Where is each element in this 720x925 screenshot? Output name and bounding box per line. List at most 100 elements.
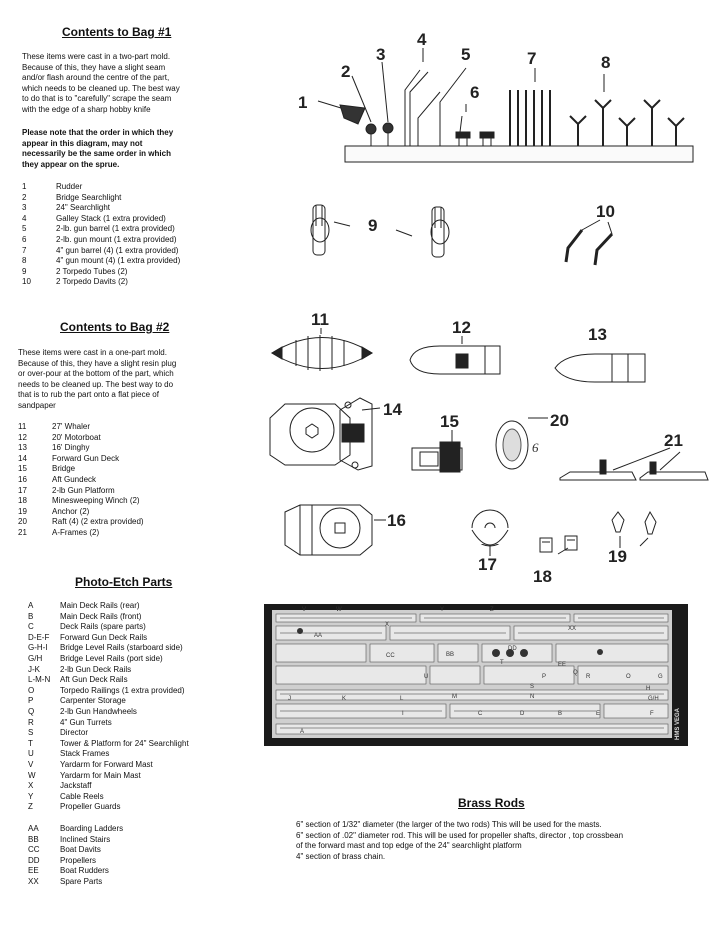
searchlight-part [382, 122, 394, 134]
fret-label: R [586, 674, 591, 680]
brass-text: 6" section of 1/32" diameter (the larger… [296, 820, 624, 861]
fret-label: Z [490, 607, 494, 613]
callout-number: 12 [452, 318, 471, 337]
fret-label: Y [440, 607, 444, 613]
a-frame-part [559, 459, 709, 481]
bag2-intro: These items were cast in a one-part mold… [18, 348, 177, 410]
fret-label: S [530, 684, 534, 690]
fret-label: J [288, 696, 291, 702]
fret-label: G [658, 674, 663, 680]
callout-number: 19 [608, 547, 627, 566]
callout-number: 1 [298, 93, 307, 112]
fret-label: X [385, 622, 389, 628]
callout-number: 2 [341, 62, 350, 81]
fret-label: A [300, 729, 304, 735]
photoetch-fret: V W Y Z AA X XX BB CC DD EE G G/H J K L … [264, 604, 688, 746]
callout-number: 4 [417, 30, 427, 49]
fret-label: AA [314, 633, 322, 639]
callout-number: 3 [376, 45, 385, 64]
gun-mount-part [455, 115, 471, 146]
callout-number: 21 [664, 431, 683, 450]
raft-part [495, 420, 529, 470]
fret-label: K [342, 696, 346, 702]
forward-gun-deck-part [269, 397, 373, 471]
brass-title: Brass Rods [458, 796, 525, 810]
callout-number: 13 [588, 325, 607, 344]
torpedo-tube-part [310, 204, 330, 256]
callout-number: 16 [387, 511, 406, 530]
bag1-title: Contents to Bag #1 [62, 25, 172, 39]
anchor-part [611, 510, 657, 535]
motorboat-part [409, 345, 501, 375]
bridge-part [411, 441, 463, 473]
fret-label: T [500, 660, 504, 666]
callout-number: 5 [461, 45, 470, 64]
winch-part [539, 535, 578, 553]
dinghy-part [554, 353, 646, 383]
fret-label: DD [508, 646, 517, 652]
fret-label: XX [568, 626, 576, 632]
callout-number: 11 [311, 310, 329, 329]
fret-label: O [626, 674, 631, 680]
photoetch-title: Photo-Etch Parts [75, 575, 173, 589]
callout-number: 14 [383, 400, 402, 419]
callout-number: 6 [470, 83, 479, 102]
fret-label: I [402, 711, 404, 717]
callout-number: 8 [601, 53, 610, 72]
bag1-note: Please note that the order in which they… [22, 128, 174, 169]
rudder-part [339, 104, 366, 125]
fret-label: B [558, 711, 562, 717]
fret-label: H [646, 686, 650, 692]
fret-label: BB [446, 652, 454, 658]
bag2-title: Contents to Bag #2 [60, 320, 170, 334]
fret-label: Q [573, 670, 578, 676]
fret-label: W [336, 607, 342, 613]
whaler-part [271, 337, 373, 369]
fret-label: L [400, 696, 404, 702]
callout-number: 7 [527, 49, 536, 68]
fret-label: U [424, 674, 428, 680]
fret-label: D [520, 711, 525, 717]
bag1-intro: These items were cast in a two-part mold… [22, 52, 180, 114]
fret-label: CC [386, 653, 395, 659]
callout-number: 17 [478, 555, 497, 574]
